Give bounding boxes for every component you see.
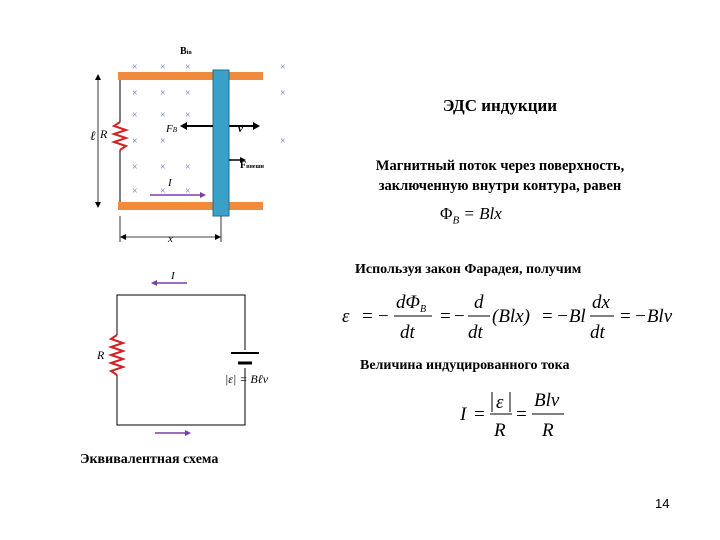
circuit-caption: Эквивалентная схема xyxy=(80,452,219,467)
field-cross: × xyxy=(185,162,191,173)
field-cross: × xyxy=(160,162,166,173)
field-cross: × xyxy=(185,62,191,73)
field-cross: × xyxy=(280,136,286,147)
current-equation: I = ε R = Blv R xyxy=(459,390,564,441)
current-text: Величина индуцированного тока xyxy=(360,358,570,373)
eq-dt: dt xyxy=(468,322,484,343)
eq-result: −Blv xyxy=(634,306,673,327)
eq-minus: − xyxy=(454,306,465,327)
resistor-zigzag xyxy=(110,121,130,151)
circuit-wire xyxy=(116,294,246,350)
label-i: I xyxy=(167,177,173,189)
moving-bar xyxy=(212,69,230,217)
slide-title: ЭДС индукции xyxy=(442,96,558,115)
sliding-bar-figure: × × × × × × × × × × × × × × × × × × × × … xyxy=(90,46,286,245)
field-cross: × xyxy=(132,62,138,73)
eq-equals: = xyxy=(362,306,373,327)
label-l: ℓ xyxy=(90,128,96,143)
resistor-zigzag xyxy=(107,334,127,376)
field-cross: × xyxy=(185,110,191,121)
field-cross: × xyxy=(185,186,191,197)
eq-minus: − xyxy=(378,306,389,327)
field-cross: × xyxy=(160,62,166,73)
eq-dt: dt xyxy=(590,322,606,343)
top-rail xyxy=(118,72,263,80)
flux-formula: ΦB = Blx xyxy=(440,204,502,227)
field-cross: × xyxy=(132,110,138,121)
eq-blv: Blv xyxy=(534,390,560,411)
label-x: x xyxy=(167,233,173,245)
current-arrowhead xyxy=(151,280,157,286)
eq-dx: dx xyxy=(592,292,611,313)
label-b-in: Bin xyxy=(180,46,192,57)
eq-blx: (Blx) xyxy=(492,306,530,327)
faraday-text: Используя закон Фарадея, получим xyxy=(355,262,582,277)
eq-equals: = xyxy=(440,306,451,327)
eq-emf: ε xyxy=(496,392,504,413)
field-cross: × xyxy=(132,136,138,147)
magnetic-field-marks: × × × × × × × × × × × × × × × × × × × × xyxy=(132,62,286,197)
arrows xyxy=(95,74,260,242)
bottom-rail xyxy=(118,202,263,210)
flux-text: Магнитный поток через поверхность, заклю… xyxy=(375,158,625,194)
circuit-label-emf: |ε| = Bℓv xyxy=(225,372,269,386)
eq-r: R xyxy=(493,420,506,441)
eq-d: d xyxy=(474,292,484,313)
eq-equals: = xyxy=(542,306,553,327)
page-number: 14 xyxy=(655,496,670,511)
equivalent-circuit: I R |ε| = Bℓv xyxy=(96,270,269,436)
eq-dphi: dΦB xyxy=(396,292,426,315)
field-cross: × xyxy=(185,88,191,99)
label-v: v xyxy=(238,123,243,135)
eq-r: R xyxy=(541,420,554,441)
label-r: R xyxy=(99,127,108,141)
eq-i: I xyxy=(459,404,468,425)
field-cross: × xyxy=(280,88,286,99)
field-cross: × xyxy=(160,110,166,121)
field-cross: × xyxy=(160,186,166,197)
eq-dt: dt xyxy=(400,322,416,343)
field-cross: × xyxy=(160,136,166,147)
eq-emf: ε xyxy=(342,306,350,327)
circuit-label-i: I xyxy=(170,270,176,282)
circuit-wire xyxy=(116,368,246,426)
label-fb: FB xyxy=(165,123,178,135)
field-cross: × xyxy=(132,88,138,99)
field-cross: × xyxy=(132,162,138,173)
eq-minus-bl: −Bl xyxy=(556,306,586,327)
field-cross: × xyxy=(160,88,166,99)
current-arrowhead xyxy=(185,430,191,436)
eq-equals: = xyxy=(474,404,485,425)
faraday-equation: ε = − dΦB dt = − d dt (Blx) = −Bl dx dt … xyxy=(342,292,673,343)
field-cross: × xyxy=(132,186,138,197)
circuit-label-r: R xyxy=(96,348,105,362)
eq-equals: = xyxy=(516,404,527,425)
eq-equals: = xyxy=(620,306,631,327)
label-f-ext: Fвнешн xyxy=(240,160,265,171)
field-cross: × xyxy=(280,62,286,73)
